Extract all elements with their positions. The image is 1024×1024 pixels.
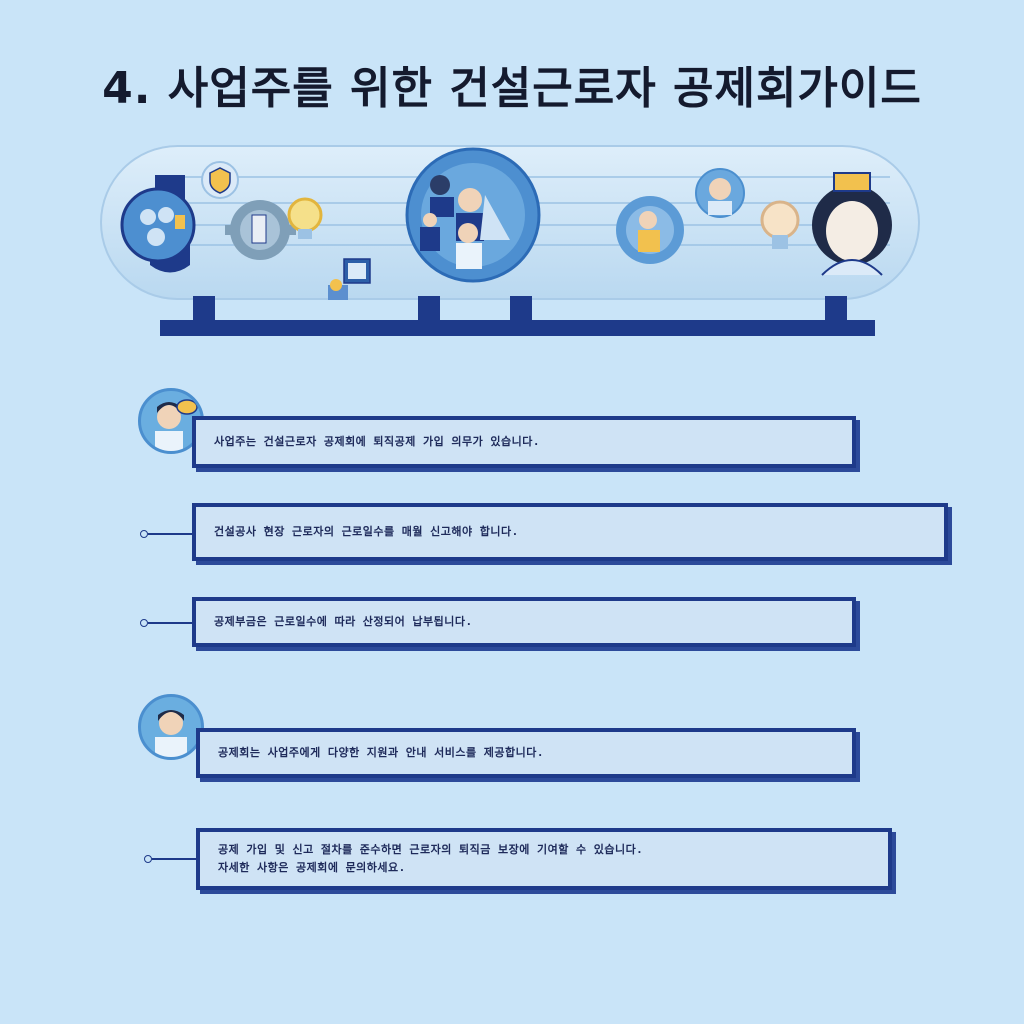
banner-scene bbox=[120, 147, 892, 300]
connector-line bbox=[148, 533, 192, 535]
info-card: 공제회는 사업주에게 다양한 지원과 안내 서비스를 제공합니다. bbox=[196, 728, 856, 778]
user-icon bbox=[155, 710, 187, 757]
card-text: 사업주는 건설근로자 공제회에 퇴직공제 가입 의무가 있습니다. bbox=[214, 435, 540, 448]
page-title: 4. 사업주를 위한 건설근로자 공제회가이드 bbox=[102, 63, 922, 114]
gear-icon bbox=[225, 200, 296, 260]
shield-icon bbox=[201, 161, 239, 199]
gear-worker-icon bbox=[616, 196, 684, 264]
connector-line bbox=[148, 622, 192, 624]
stand-post bbox=[825, 296, 847, 324]
stand-post bbox=[510, 296, 532, 324]
lightbulb-icon bbox=[287, 197, 323, 239]
banner-illustration bbox=[100, 145, 920, 300]
info-card: 공제부금은 근로일수에 따라 산정되어 납부됩니다. bbox=[192, 597, 856, 647]
stand-bar bbox=[160, 320, 875, 336]
stand-post bbox=[193, 296, 215, 324]
card-text: 건설공사 현장 근로자의 근로일수를 매월 신고해야 합니다. bbox=[214, 525, 519, 538]
avatar bbox=[138, 694, 204, 760]
user-icon bbox=[155, 399, 198, 451]
card-text: 공제부금은 근로일수에 따라 산정되어 납부됩니다. bbox=[214, 615, 473, 628]
document-icon bbox=[328, 258, 371, 300]
info-card: 사업주는 건설근로자 공제회에 퇴직공제 가입 의무가 있습니다. bbox=[192, 416, 856, 468]
connector-line bbox=[152, 858, 196, 860]
connector-dot bbox=[144, 855, 152, 863]
workers-circle-icon bbox=[405, 147, 541, 283]
info-card: 공제 가입 및 신고 절차를 준수하면 근로자의 퇴직금 보장에 기여할 수 있… bbox=[196, 828, 892, 890]
connector-dot bbox=[140, 619, 148, 627]
card-text-line2: 자세한 사항은 공제회에 문의하세요. bbox=[218, 861, 406, 874]
lightbulb-icon bbox=[760, 200, 800, 249]
card-text: 공제 가입 및 신고 절차를 준수하면 근로자의 퇴직금 보장에 기여할 수 있… bbox=[218, 843, 644, 856]
card-text: 공제회는 사업주에게 다양한 지원과 안내 서비스를 제공합니다. bbox=[218, 746, 544, 759]
manager-portrait-icon bbox=[812, 172, 892, 276]
headset-user-icon bbox=[695, 168, 745, 218]
connector-dot bbox=[140, 530, 148, 538]
stand-post bbox=[418, 296, 440, 324]
people-group-icon bbox=[120, 175, 196, 273]
info-card: 건설공사 현장 근로자의 근로일수를 매월 신고해야 합니다. bbox=[192, 503, 948, 561]
